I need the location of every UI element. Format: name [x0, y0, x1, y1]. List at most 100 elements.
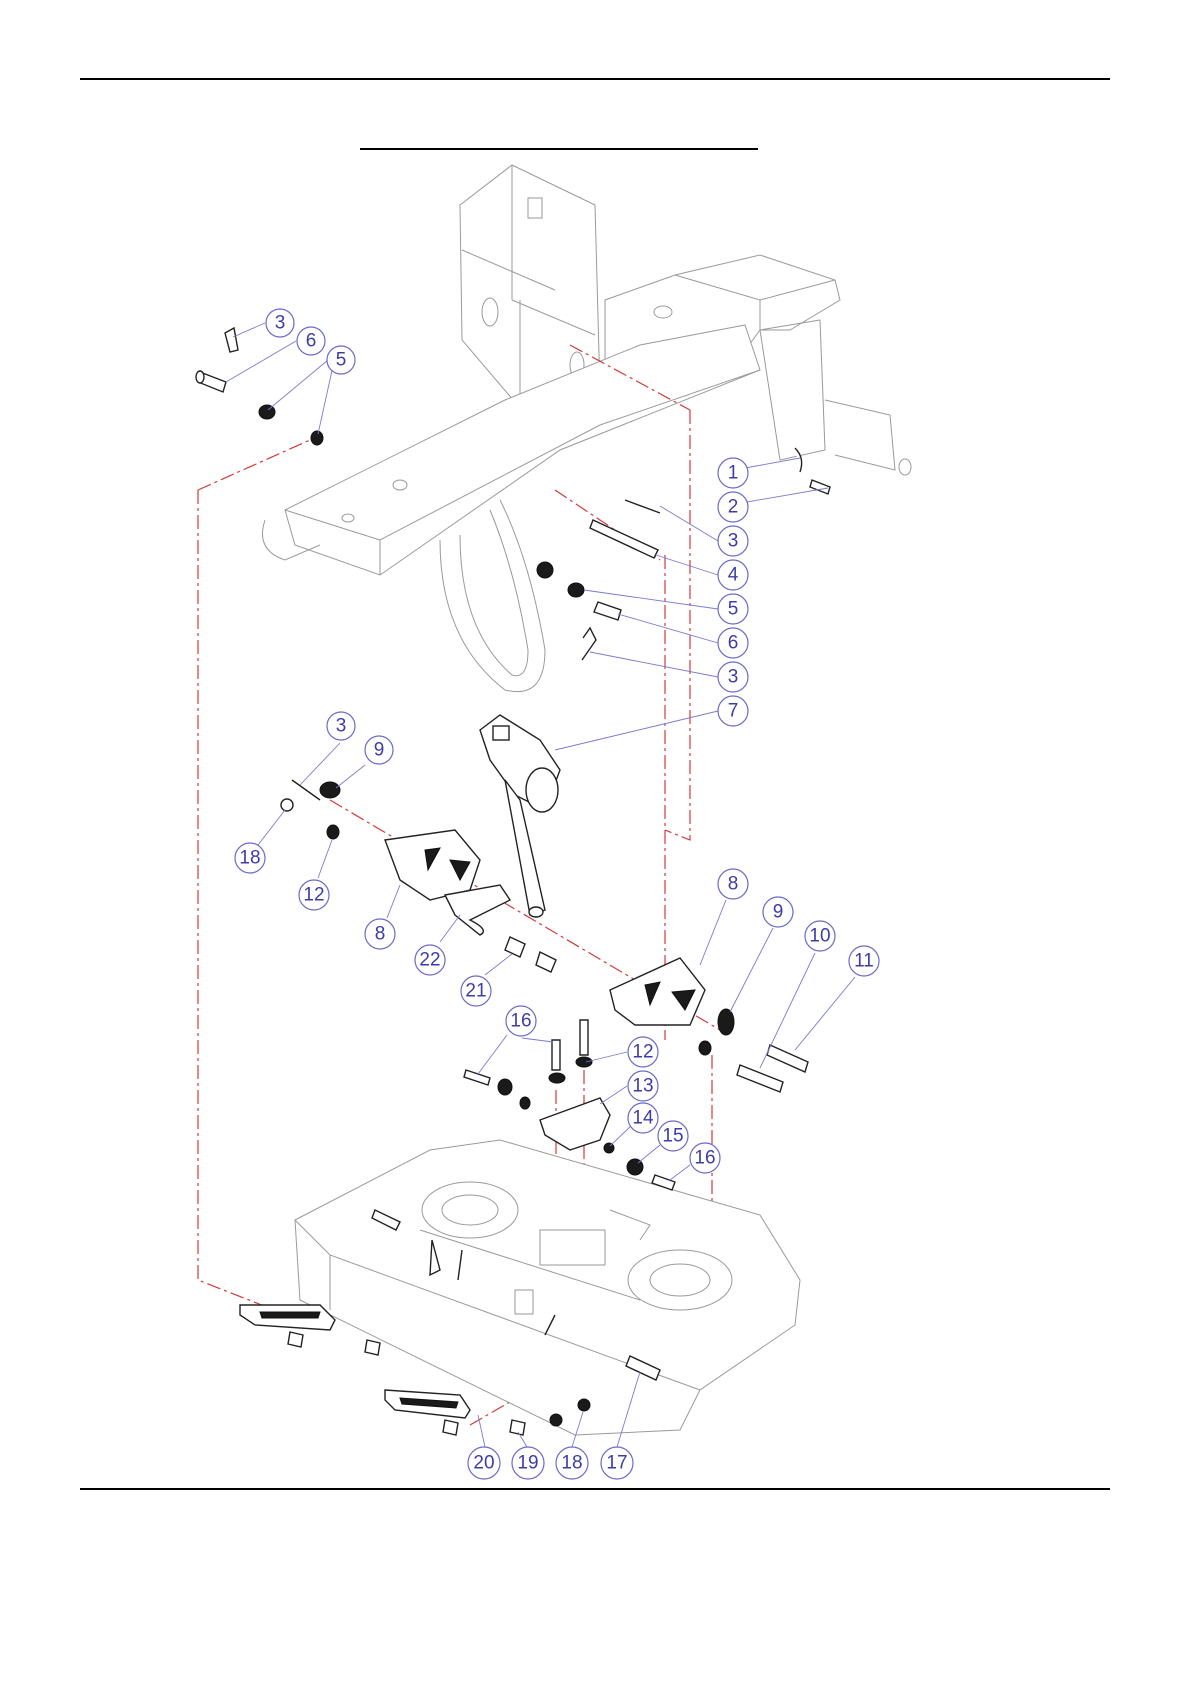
callout-number: 18	[239, 848, 260, 869]
bushing-part	[365, 1340, 380, 1355]
bushing-part	[510, 1420, 525, 1435]
callout-number: 13	[632, 1076, 653, 1097]
large-washer-part	[718, 1009, 734, 1035]
pin-part	[737, 1065, 783, 1092]
clip-part	[582, 628, 596, 660]
washer-part	[568, 583, 584, 597]
washer-part	[259, 405, 275, 419]
callout-number: 21	[465, 981, 486, 1002]
nut-part	[578, 1399, 590, 1411]
callout-16a: 16	[506, 1006, 536, 1036]
callout-3c: 3	[718, 662, 748, 692]
washer-part	[537, 562, 553, 578]
callout-5a: 5	[327, 346, 355, 374]
callout-number: 3	[275, 313, 286, 334]
callout-10: 10	[805, 921, 835, 951]
callout-8a: 8	[365, 919, 395, 949]
callout-19: 19	[512, 1447, 544, 1479]
bushing-part	[536, 952, 556, 972]
callout-15: 15	[658, 1121, 688, 1151]
callout-number: 20	[473, 1453, 494, 1474]
callout-4: 4	[718, 560, 748, 590]
callout-number: 9	[374, 740, 385, 761]
callout-5b: 5	[718, 594, 748, 624]
callout-1: 1	[718, 458, 748, 488]
callout-18a: 18	[235, 843, 265, 873]
callout-16b: 16	[690, 1143, 720, 1173]
bushing-part	[505, 937, 525, 957]
clip-part	[625, 500, 660, 513]
washer-part	[549, 1073, 565, 1083]
callout-13: 13	[628, 1071, 658, 1101]
bolt-part	[552, 1040, 560, 1070]
washer-part	[576, 1057, 592, 1067]
callout-22: 22	[415, 945, 445, 975]
callout-number: 22	[419, 950, 440, 971]
callout-number: 19	[517, 1453, 538, 1474]
callout-number: 12	[303, 885, 324, 906]
hairpin-clip-part	[225, 328, 238, 352]
callout-number: 3	[728, 531, 739, 552]
long-pin-part	[590, 520, 658, 558]
washer-part	[520, 1097, 530, 1109]
washer-part	[327, 825, 339, 839]
callout-number: 11	[854, 951, 874, 972]
short-pin-part	[594, 602, 621, 620]
nut-part	[281, 799, 293, 811]
callout-number: 3	[728, 667, 739, 688]
mount-bracket-part	[540, 1098, 610, 1150]
bolt-part	[464, 1070, 490, 1085]
callout-18b: 18	[556, 1447, 588, 1479]
callout-3a: 3	[266, 309, 294, 337]
callout-number: 9	[773, 902, 784, 923]
callout-20: 20	[468, 1447, 500, 1479]
callout-11: 11	[849, 946, 879, 976]
tractor-frame	[263, 165, 912, 692]
washer-part	[311, 431, 323, 445]
callout-6b: 6	[718, 628, 748, 658]
bushing-part	[443, 1420, 458, 1435]
callout-12a: 12	[299, 880, 329, 910]
callout-number: 16	[694, 1148, 715, 1169]
callout-number: 8	[375, 924, 386, 945]
callout-7: 7	[718, 696, 748, 726]
washer-part	[699, 1041, 711, 1055]
callout-number: 14	[632, 1108, 654, 1129]
callout-17: 17	[601, 1447, 633, 1479]
nut-part	[550, 1414, 562, 1426]
clip-part	[292, 780, 320, 800]
callout-14: 14	[628, 1103, 658, 1133]
washer-part	[604, 1143, 614, 1153]
bushing-part	[288, 1332, 303, 1347]
callout-9b: 9	[763, 897, 793, 927]
callout-number: 8	[728, 874, 739, 895]
pin-part	[810, 480, 830, 494]
callout-number: 12	[632, 1042, 653, 1063]
callout-number: 6	[728, 633, 739, 654]
callout-number: 18	[561, 1453, 582, 1474]
pin-part	[767, 1045, 808, 1072]
callout-number: 3	[336, 716, 347, 737]
bolt-part	[580, 1020, 588, 1055]
callout-9a: 9	[365, 736, 393, 764]
callout-number: 15	[662, 1126, 683, 1147]
callout-number: 2	[728, 497, 739, 518]
clip-part	[795, 448, 802, 472]
callout-6a: 6	[297, 327, 325, 355]
callout-number: 10	[809, 926, 830, 947]
callout-number: 4	[728, 565, 739, 586]
callout-21: 21	[461, 976, 491, 1006]
callout-2: 2	[718, 492, 748, 522]
callout-8b: 8	[718, 869, 748, 899]
nut-part	[498, 1079, 512, 1095]
callout-number: 5	[728, 599, 739, 620]
callout-number: 17	[606, 1453, 627, 1474]
callout-number: 5	[336, 350, 347, 371]
callout-number: 6	[306, 331, 317, 352]
callout-3d: 3	[327, 712, 355, 740]
callout-number: 7	[728, 701, 739, 722]
mower-deck	[295, 1140, 800, 1435]
callout-number: 16	[510, 1011, 531, 1032]
